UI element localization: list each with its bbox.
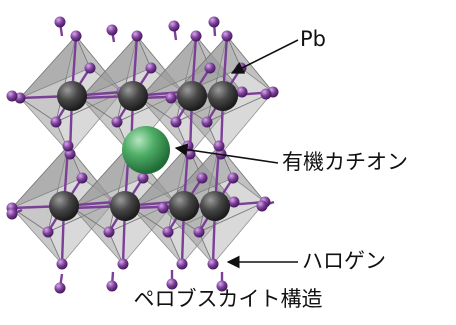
lead-atom xyxy=(169,191,199,221)
lead-atom xyxy=(177,81,207,111)
atoms-layer xyxy=(6,16,279,294)
halogen-atom xyxy=(208,16,220,28)
organic-cation-sphere xyxy=(122,126,170,174)
halogen-atom xyxy=(201,116,213,128)
halogen-atom xyxy=(176,258,188,270)
halogen-atom xyxy=(106,280,118,292)
halogen-atom xyxy=(227,172,239,184)
halogen-atom xyxy=(117,258,129,270)
halogen-atom xyxy=(170,116,182,128)
halogen-atom xyxy=(50,116,62,128)
halogen-atom xyxy=(84,62,96,74)
lead-atom xyxy=(57,81,87,111)
lead-pointer-arrow xyxy=(230,39,299,74)
lead-atom xyxy=(49,191,79,221)
lead-label: Pb xyxy=(300,27,326,51)
halogen-atom xyxy=(193,226,205,238)
halogen-atom xyxy=(165,92,177,104)
halogen-atom xyxy=(70,30,82,42)
halogen-atom xyxy=(260,88,272,100)
halogen-atom xyxy=(207,258,219,270)
halogen-atom xyxy=(196,172,208,184)
perovskite-caption: ペロブスカイト構造 xyxy=(133,287,323,311)
halogen-atom xyxy=(162,226,174,238)
lead-atom xyxy=(110,191,140,221)
lead-atom xyxy=(200,191,230,221)
halogen-atom xyxy=(256,200,268,212)
halogen-atom xyxy=(106,24,118,36)
octahedron-face xyxy=(198,201,266,265)
organic-cation-label: 有機カチオン xyxy=(282,150,408,174)
halogen-atom xyxy=(168,20,180,32)
halogen-atom xyxy=(236,86,248,98)
halogen-atom xyxy=(42,226,54,238)
halogen-atom xyxy=(216,280,228,292)
halogen-atom xyxy=(76,172,88,184)
octahedron-face xyxy=(218,145,266,203)
arrows-layer xyxy=(174,39,299,269)
halogen-atom xyxy=(145,62,157,74)
halogen-atom xyxy=(166,278,178,290)
halogen-atom xyxy=(221,30,233,42)
halogen-atom xyxy=(56,258,68,270)
halogen-atom xyxy=(111,116,123,128)
halogen-atom xyxy=(137,172,149,184)
halogen-atom xyxy=(228,196,240,208)
halogen-atom xyxy=(62,140,74,152)
halogen-atom xyxy=(190,30,202,42)
lead-atom xyxy=(208,81,238,111)
organic-cation-pointer-arrow xyxy=(174,143,279,164)
lead-atom xyxy=(118,81,148,111)
halogen-atom xyxy=(54,16,66,28)
octahedron-face xyxy=(206,91,274,155)
halogen-atom xyxy=(6,208,18,220)
halogen-atom xyxy=(204,62,216,74)
halogen-label: ハロゲン xyxy=(302,249,386,273)
halogen-atom xyxy=(54,282,66,294)
halogen-atom xyxy=(103,226,115,238)
halogen-atom xyxy=(157,202,169,214)
halogen-atom xyxy=(131,30,143,42)
halogen-atom xyxy=(6,90,18,102)
halogen-atom xyxy=(213,140,225,152)
